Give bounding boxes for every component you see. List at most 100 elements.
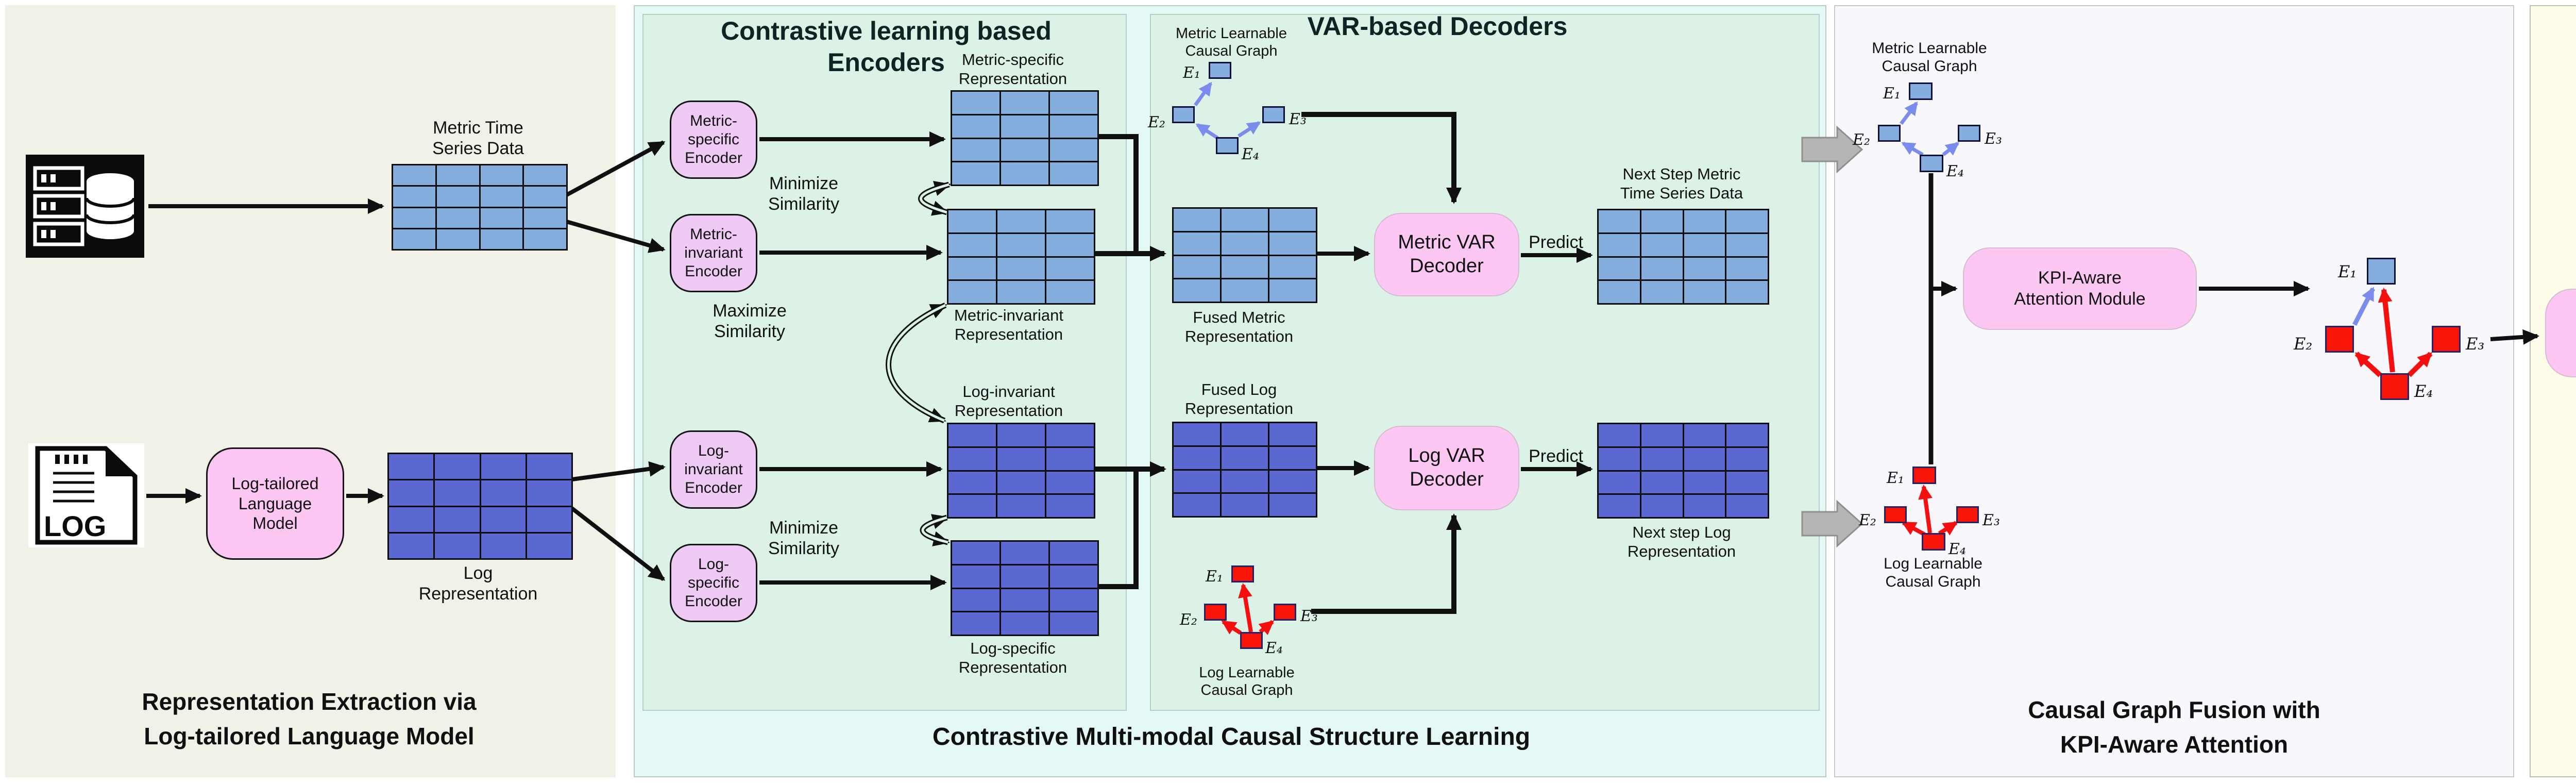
matrix-cell <box>1174 446 1220 469</box>
matrix-cell <box>1599 471 1640 494</box>
matrix-cell <box>997 495 1045 517</box>
log-specific-representation-grid <box>951 540 1099 636</box>
matrix-cell <box>1726 281 1768 303</box>
matrix-cell <box>1046 495 1094 517</box>
matrix-cell <box>1726 257 1768 280</box>
matrix-cell <box>1046 471 1094 494</box>
matrix-cell <box>1726 447 1768 470</box>
matrix-cell <box>1726 234 1768 256</box>
blue-causal-arrows <box>1194 81 2376 326</box>
p3-metric-node-e1 <box>1909 82 1933 100</box>
matrix-cell <box>948 424 996 446</box>
matrix-cell <box>1222 423 1268 445</box>
matrix-cell <box>1222 494 1268 516</box>
metric-time-series-grid <box>392 164 568 251</box>
matrix-cell <box>436 165 479 186</box>
matrix-cell <box>1001 612 1048 635</box>
matrix-cell <box>1684 424 1725 446</box>
red-causal-arrows <box>1221 288 2433 636</box>
panel2-title: Contrastive Multi-modal Causal Structure… <box>932 723 1531 751</box>
matrix-cell <box>480 208 523 228</box>
matrix-cell <box>393 187 435 207</box>
log-graph-e2-label: E₂ <box>1180 611 1197 629</box>
matrix-cell <box>1001 542 1048 564</box>
matrix-cell <box>1222 470 1268 493</box>
matrix-cell <box>1174 279 1220 302</box>
matrix-cell <box>1174 256 1220 278</box>
metric-invariant-representation-grid <box>947 209 1095 305</box>
log-graph-node-e4 <box>1240 632 1263 649</box>
matrix-cell <box>948 447 996 470</box>
matrix-cell <box>1599 234 1640 256</box>
matrix-cell <box>436 187 479 207</box>
matrix-cell <box>952 542 999 564</box>
fused-graph-e4-label: E₄ <box>2414 381 2433 401</box>
matrix-cell <box>1684 210 1725 232</box>
matrix-cell <box>389 454 434 479</box>
matrix-cell <box>1050 162 1097 185</box>
fused-graph-node-e3 <box>2432 326 2461 353</box>
matrix-cell <box>524 208 566 228</box>
matrix-cell <box>1726 210 1768 232</box>
p3-log-e3-label: E₃ <box>1982 511 2000 529</box>
matrix-cell <box>481 454 526 479</box>
matrix-cell <box>393 208 435 228</box>
matrix-cell <box>480 187 523 207</box>
matrix-cell <box>1269 256 1316 278</box>
log-graph-node-e1 <box>1231 565 1254 582</box>
matrix-cell <box>1222 446 1268 469</box>
panel-root-cause-localization <box>2530 5 2576 777</box>
log-representation-grid <box>387 453 573 560</box>
matrix-cell <box>952 589 999 611</box>
random-walk-with-restarts-box: Random Walkwith Restarts <box>2545 289 2576 377</box>
matrix-cell <box>393 229 435 249</box>
p3-log-node-e4 <box>1922 533 1945 551</box>
log-graph-node-e2 <box>1204 604 1227 621</box>
matrix-cell <box>1684 495 1725 517</box>
matrix-cell <box>1001 589 1048 611</box>
matrix-cell <box>435 454 480 479</box>
p3-log-e2-label: E₂ <box>1859 511 1876 529</box>
matrix-cell <box>1046 234 1094 256</box>
matrix-cell <box>1599 495 1640 517</box>
log-invariant-representation-grid <box>947 423 1095 519</box>
matrix-cell <box>1050 565 1097 588</box>
panel2-to-panel3-log-block-arrow <box>1801 499 1863 548</box>
matrix-cell <box>1726 471 1768 494</box>
matrix-cell <box>524 187 566 207</box>
matrix-cell <box>1222 256 1268 278</box>
matrix-cell <box>389 507 434 532</box>
fused-graph-e1-label: E₁ <box>2338 262 2357 281</box>
matrix-cell <box>1001 139 1048 161</box>
p3-metric-e1-label: E₁ <box>1883 85 1901 103</box>
matrix-cell <box>952 92 999 114</box>
matrix-cell <box>1050 92 1097 114</box>
matrix-cell <box>1222 232 1268 255</box>
fused-graph-e2-label: E₂ <box>2294 334 2313 354</box>
matrix-cell <box>1599 424 1640 446</box>
matrix-cell <box>1684 471 1725 494</box>
matrix-cell <box>480 229 523 249</box>
matrix-cell <box>1684 257 1725 280</box>
matrix-cell <box>997 424 1045 446</box>
next-step-metric-grid <box>1597 209 1769 305</box>
database-server-icon <box>26 155 144 258</box>
p3-log-e1-label: E₁ <box>1887 469 1904 487</box>
p3-metric-e3-label: E₃ <box>1985 130 2002 148</box>
matrix-cell <box>1001 565 1048 588</box>
